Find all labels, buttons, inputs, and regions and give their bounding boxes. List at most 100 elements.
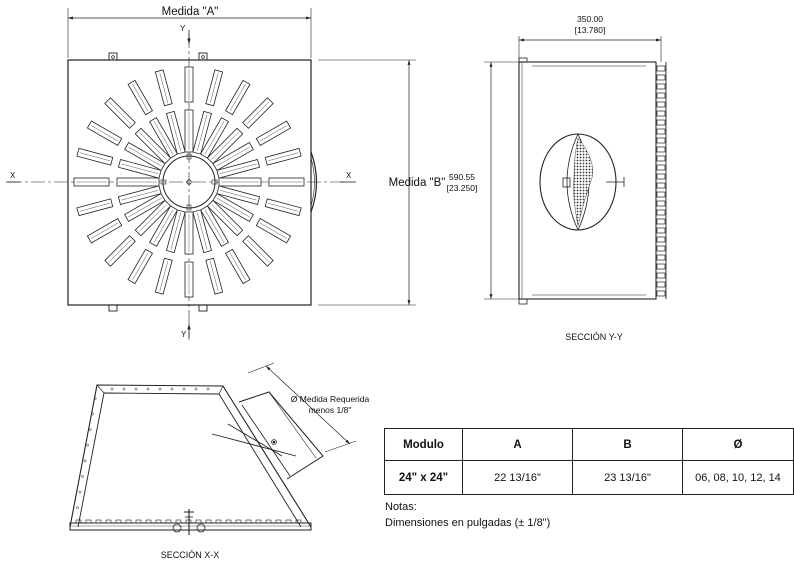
blade-tooth	[656, 128, 666, 135]
notes-title: Notas:	[385, 501, 417, 513]
diffuser-blades	[73, 66, 305, 298]
plate-tooth	[145, 519, 152, 524]
blade-ridge	[219, 163, 257, 174]
dimension-a-label: Medida "A"	[162, 6, 219, 18]
blade-pair	[104, 97, 172, 165]
notes-text: Dimensiones en pulgadas (± 1/8")	[385, 517, 551, 529]
blade-tooth	[656, 146, 666, 153]
blade-ridge	[197, 212, 208, 250]
blade-tooth	[656, 290, 666, 297]
blade-ridge	[246, 101, 270, 125]
dimension-b-label: Medida "B"	[389, 177, 446, 189]
blade-tooth	[656, 137, 666, 144]
table-row: 24" x 24" 22 13/16" 23 13/16" 06, 08, 10…	[384, 460, 794, 495]
section-xx-title: SECCIÓN X-X	[161, 550, 220, 560]
axis-y-label-top: Y	[180, 24, 186, 33]
blade-pair	[206, 97, 274, 165]
blade-ridge	[159, 261, 168, 292]
blade-tooth	[656, 272, 666, 279]
rivet	[81, 475, 84, 478]
blade-pair	[206, 199, 274, 267]
blade-ridge	[79, 203, 110, 212]
blade-ridge	[139, 204, 167, 232]
blade-pair	[127, 205, 179, 285]
blade-ridge	[79, 152, 110, 161]
blade-ridge	[170, 212, 181, 250]
rivet	[88, 428, 92, 431]
header-modulo: Modulo	[384, 428, 463, 461]
blade-pair	[192, 69, 224, 155]
blade-tooth	[656, 182, 666, 189]
plate-tooth	[275, 519, 282, 524]
blade-ridge	[268, 203, 299, 212]
blade-tooth	[656, 164, 666, 171]
rivet	[93, 397, 97, 400]
blade-ridge	[259, 125, 287, 142]
plate-tooth	[205, 519, 212, 524]
blade-pair	[199, 79, 251, 159]
blade-pair	[73, 177, 160, 187]
blade-tooth	[656, 200, 666, 207]
plate-tooth	[245, 519, 252, 524]
rivet	[170, 387, 174, 391]
blade-ridge	[229, 84, 246, 112]
plate-tooth	[155, 519, 162, 524]
blade-pair	[76, 147, 162, 179]
blade-ridge	[128, 146, 162, 167]
blade-ridge	[216, 146, 250, 167]
rivet	[83, 459, 87, 463]
blade-ridge	[259, 222, 287, 239]
blade-tooth	[656, 245, 666, 252]
section-xx-callout-line1: Ø Medida Requerida	[291, 394, 370, 404]
rivet	[110, 387, 114, 391]
blade-pair	[154, 209, 186, 295]
blade-pair	[184, 211, 194, 298]
blade-ridge	[153, 121, 174, 155]
blade-ridge	[219, 190, 257, 201]
plate-tooth	[115, 519, 122, 524]
cell-b: 23 13/16"	[572, 460, 683, 495]
plate-tooth	[215, 519, 222, 524]
dimensions-table: Modulo A B Ø 24" x 24" 22 13/16" 23 13/1…	[384, 428, 794, 495]
rivet	[78, 490, 82, 494]
blade-ridge	[132, 252, 149, 280]
blade-tooth	[656, 101, 666, 108]
blade-ridge	[197, 114, 208, 152]
plate-tooth	[85, 519, 92, 524]
blade-tooth	[656, 65, 666, 72]
axis-y-label-bottom: Y	[181, 330, 187, 339]
blade-pair	[86, 192, 166, 244]
blade-ridge	[132, 84, 149, 112]
blade-pair	[154, 69, 186, 155]
blade-pair	[216, 147, 302, 179]
notes: Notas: Dimensiones en pulgadas (± 1/8")	[385, 499, 550, 531]
plate-tooth	[95, 519, 102, 524]
blade-pair	[184, 66, 194, 153]
blade-ridge	[229, 252, 246, 280]
blade-ridge	[153, 209, 174, 243]
blade-pair	[218, 177, 305, 187]
rivet	[194, 387, 198, 391]
blade-ridge	[268, 152, 299, 161]
plate-tooth	[295, 519, 302, 524]
plate-tooth	[165, 519, 172, 524]
axis-x-label-right: X	[346, 171, 352, 180]
header-b: B	[572, 428, 683, 461]
plate-tooth	[265, 519, 272, 524]
blade-ridge	[108, 239, 132, 263]
blade-tooth	[656, 173, 666, 180]
blade-tooth	[656, 92, 666, 99]
section-xx-view	[69, 362, 357, 535]
blade-tooth	[656, 155, 666, 162]
plate-tooth	[105, 519, 112, 524]
blade-tooth	[656, 191, 666, 198]
section-yy-width-mm: 350.00	[577, 14, 603, 24]
section-yy-view	[484, 36, 667, 305]
rivet	[91, 412, 94, 416]
blade-tooth	[656, 74, 666, 81]
blade-pair	[212, 120, 292, 172]
plate-tooth	[225, 519, 232, 524]
rivet	[134, 387, 138, 391]
section-yy-height-mm: 590.55	[449, 172, 475, 182]
